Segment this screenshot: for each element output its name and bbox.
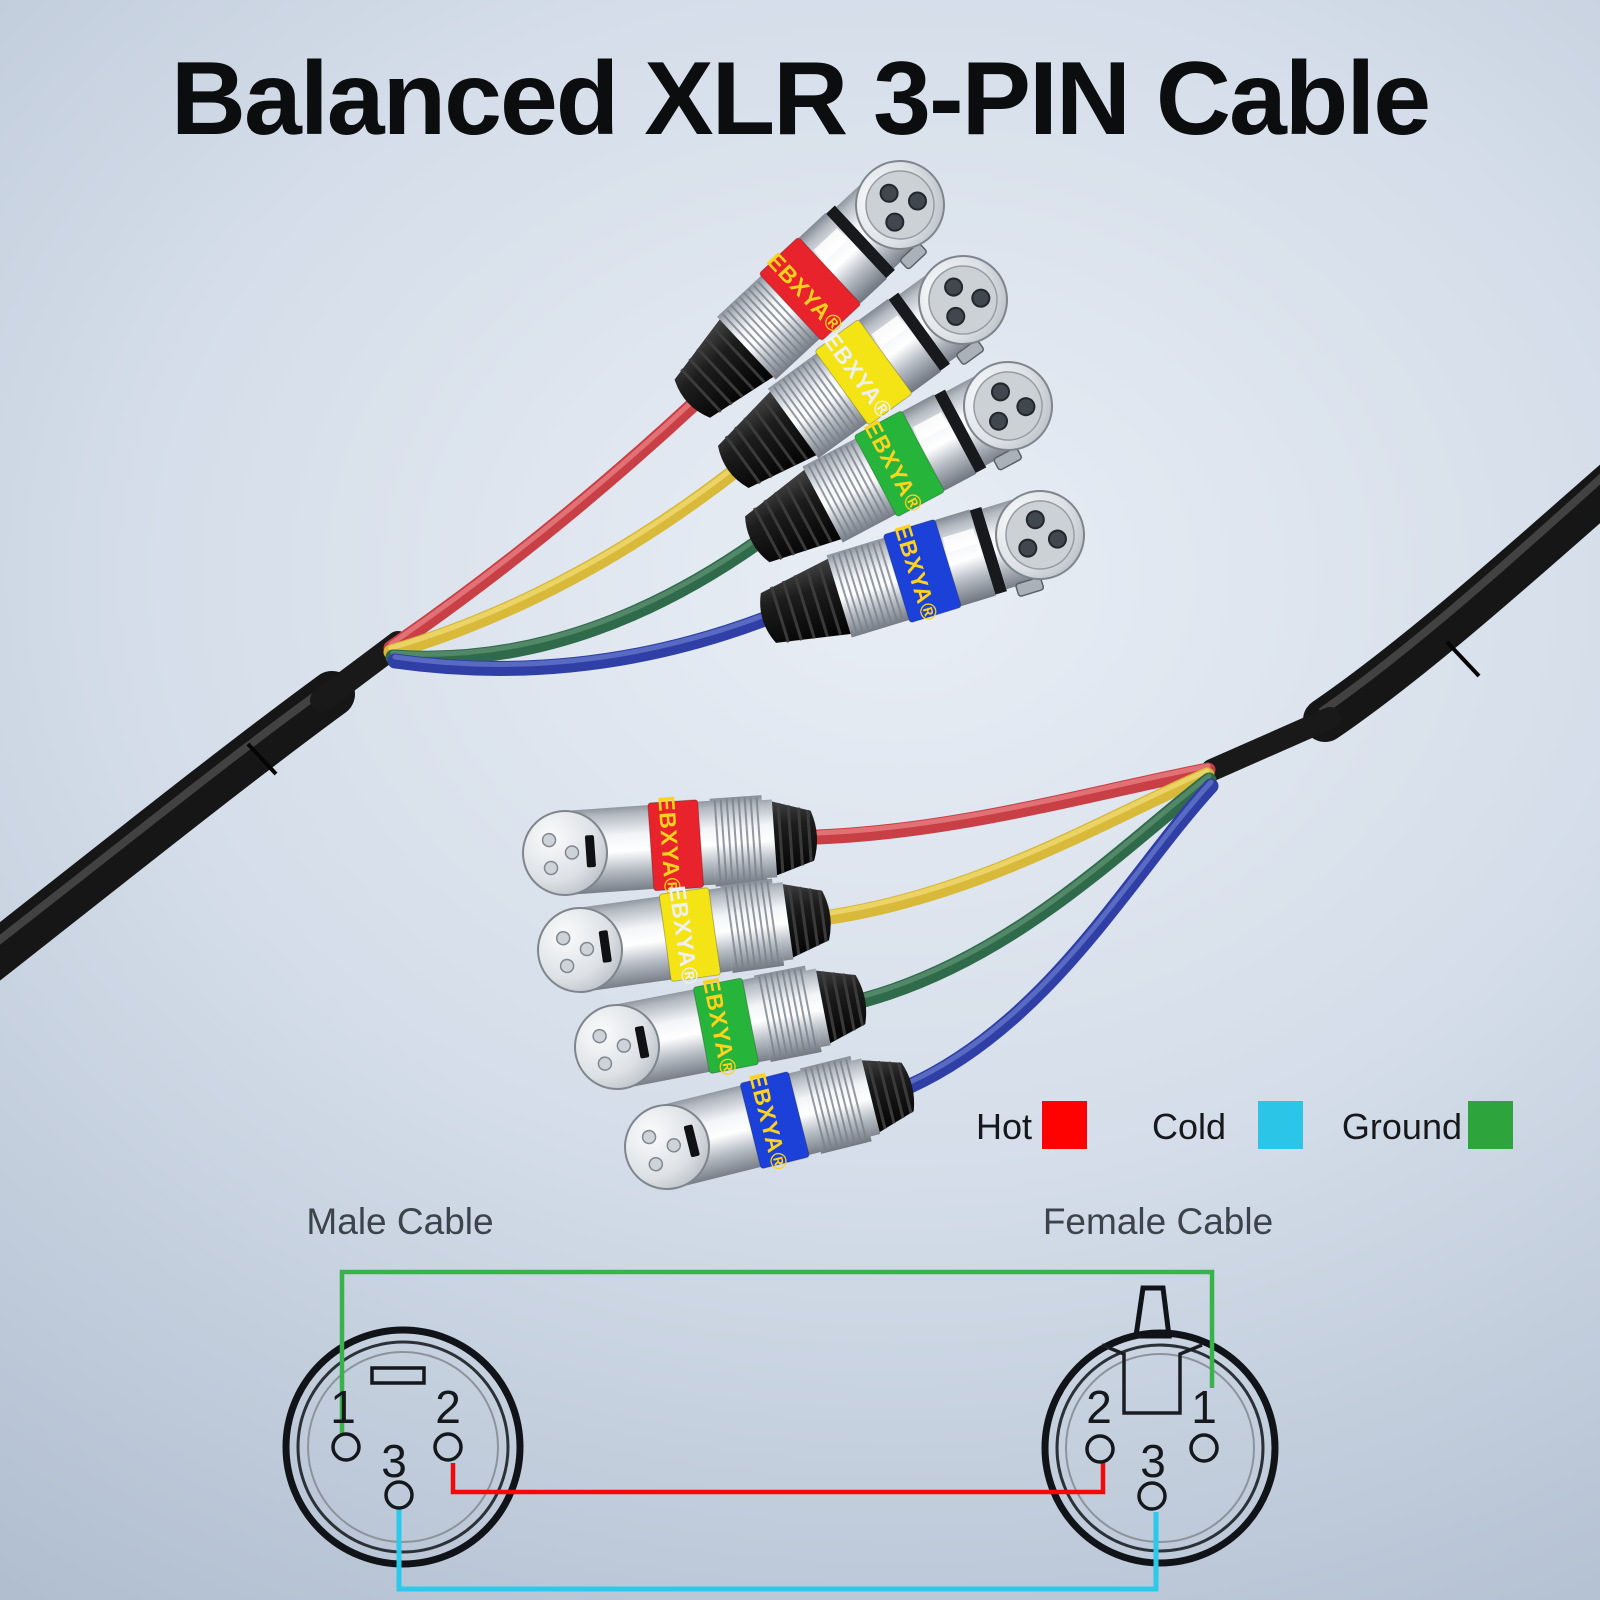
- wire-red: [383, 394, 704, 656]
- female-pin1-number: 1: [1191, 1381, 1217, 1433]
- color-band: [693, 977, 759, 1074]
- male-connector-green: EBXYA®: [565, 954, 875, 1100]
- cold-wire-line: [396, 1509, 1159, 1592]
- color-band: [647, 799, 705, 892]
- legend-ground-swatch: [1468, 1101, 1513, 1149]
- wire-blue: [902, 778, 1219, 1094]
- female-pin3-hole: [1137, 1481, 1167, 1511]
- legend-cold-swatch: [1258, 1101, 1303, 1149]
- legend-hot-label: Hot: [975, 1106, 1032, 1147]
- female-connector-red: EBXYA®: [655, 140, 970, 444]
- wire-yellow: [383, 462, 744, 660]
- male-pin2-number: 2: [435, 1381, 461, 1433]
- male-pin2-hole: [433, 1432, 463, 1462]
- female-cable-label: Female Cable: [1042, 1201, 1274, 1242]
- wiring-diagram: 1 2 3 2 1 3: [282, 1269, 1279, 1592]
- wire-yellow: [822, 767, 1215, 925]
- male-pin-diagram: [282, 1326, 524, 1568]
- legend-hot-swatch: [1042, 1101, 1087, 1149]
- color-band: [883, 519, 962, 623]
- female-pin3-number: 3: [1140, 1435, 1166, 1487]
- male-breakout-wires: [810, 762, 1219, 1094]
- male-cable-label: Male Cable: [306, 1201, 494, 1242]
- male-connector-red: EBXYA®: [518, 789, 822, 902]
- wire-red: [810, 762, 1216, 845]
- wire-green: [385, 534, 766, 666]
- male-connector-yellow: EBXYA®: [530, 869, 838, 1001]
- male-notch: [370, 1366, 426, 1385]
- color-band: [815, 319, 912, 425]
- female-connector-yellow: EBXYA®: [700, 236, 1032, 515]
- legend-cold-label: Cold: [1151, 1106, 1226, 1147]
- male-pin3-hole: [384, 1480, 414, 1510]
- female-pin2-number: 2: [1086, 1381, 1112, 1433]
- wire-green: [856, 772, 1217, 1008]
- female-connector-blue: EBXYA®: [748, 477, 1100, 672]
- female-pin2-hole: [1085, 1434, 1115, 1464]
- female-trunk-cable: [0, 631, 410, 981]
- female-pin1-hole: [1189, 1433, 1219, 1463]
- ground-wire-line: [339, 1269, 1215, 1434]
- female-breakout-wires: [383, 394, 778, 676]
- female-connector-green: EBXYA®: [729, 344, 1074, 591]
- female-pin-diagram: [1041, 1285, 1279, 1567]
- color-band: [739, 1071, 810, 1169]
- page-title: Balanced XLR 3-PIN Cable: [170, 41, 1431, 157]
- hot-wire-line: [450, 1462, 1106, 1495]
- color-band: [854, 411, 945, 517]
- wire-blue: [387, 609, 778, 676]
- color-band: [658, 887, 721, 982]
- male-pin1-number: 1: [330, 1381, 356, 1433]
- color-band: [759, 237, 861, 341]
- male-pin3-number: 3: [381, 1435, 407, 1487]
- legend-ground-label: Ground: [1341, 1106, 1462, 1147]
- male-connector-blue: EBXYA®: [614, 1041, 925, 1202]
- male-trunk-cable: [1201, 464, 1600, 781]
- male-pin1-hole: [331, 1432, 361, 1462]
